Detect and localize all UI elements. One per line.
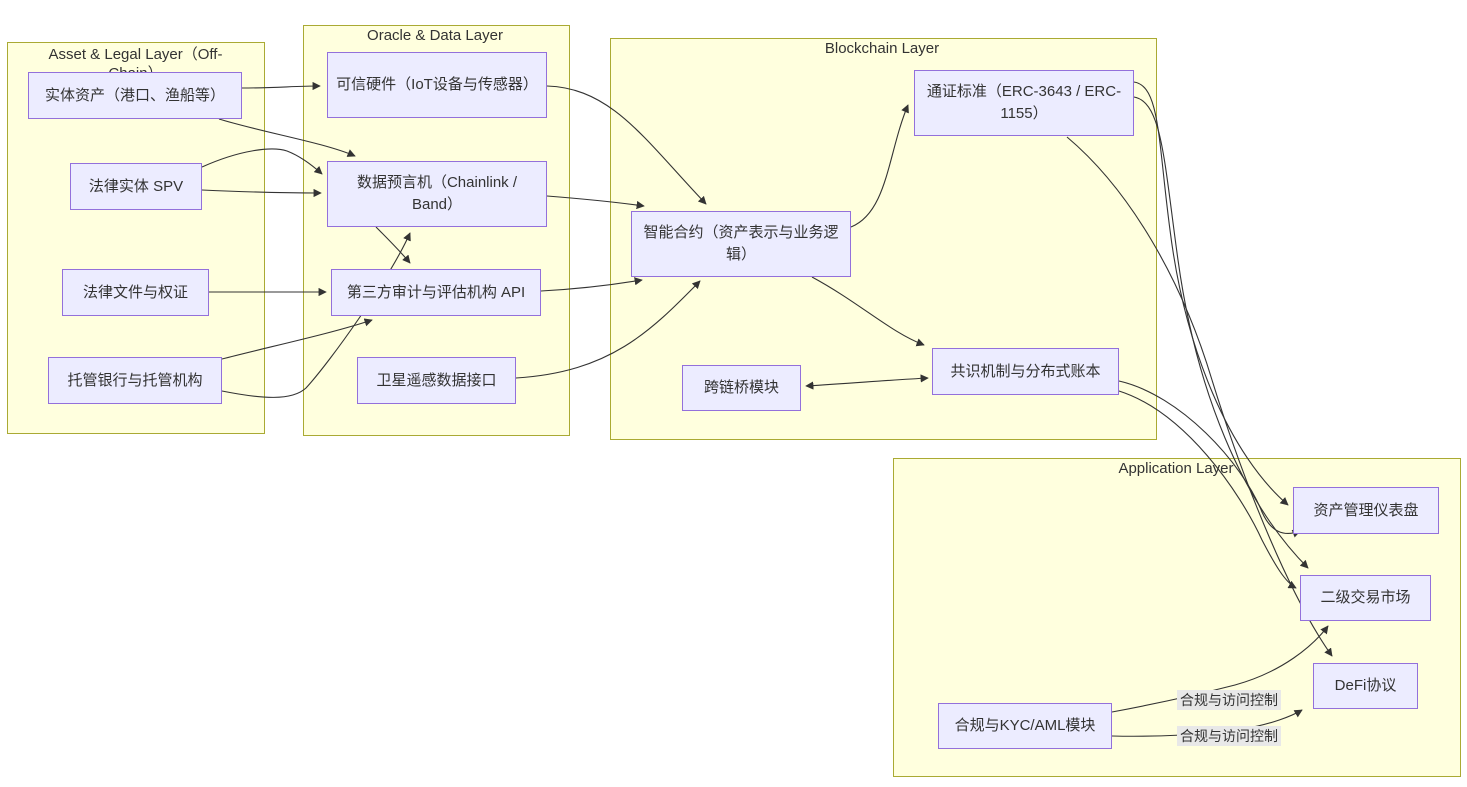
layer-title-oracle-data: Oracle & Data Layer bbox=[367, 27, 503, 44]
node-legal-documents: 法律文件与权证 bbox=[62, 269, 209, 316]
node-legal-entity-spv: 法律实体 SPV bbox=[70, 163, 202, 210]
edge-I-O bbox=[1066, 136, 1333, 657]
node-smart-contract: 智能合约（资产表示与业务逻辑） bbox=[631, 211, 851, 277]
edge-I-M bbox=[1133, 81, 1289, 506]
edge-J-K bbox=[811, 276, 925, 347]
node-satellite-data-interface: 卫星遥感数据接口 bbox=[357, 357, 516, 404]
layer-title-application: Application Layer bbox=[1118, 460, 1234, 477]
edge-K-N bbox=[1118, 390, 1297, 589]
edge-A-F bbox=[218, 118, 356, 157]
node-trusted-hardware-iot: 可信硬件（IoT设备与传感器） bbox=[327, 52, 547, 118]
node-consensus-ledger: 共识机制与分布式账本 bbox=[932, 348, 1119, 395]
node-custodian-bank: 托管银行与托管机构 bbox=[48, 357, 222, 404]
edge-D-G bbox=[221, 318, 373, 360]
node-cross-chain-bridge: 跨链桥模块 bbox=[682, 365, 801, 411]
layer-title-blockchain: Blockchain Layer bbox=[824, 40, 940, 57]
edge-G-J bbox=[540, 277, 643, 292]
node-defi-protocol: DeFi协议 bbox=[1313, 663, 1418, 709]
edge-A-E bbox=[241, 81, 321, 91]
node-secondary-market: 二级交易市场 bbox=[1300, 575, 1431, 621]
node-third-party-audit-api: 第三方审计与评估机构 API bbox=[331, 269, 541, 316]
edge-label-compliance-access-control-2: 合规与访问控制 bbox=[1177, 726, 1281, 746]
node-asset-dashboard: 资产管理仪表盘 bbox=[1293, 487, 1439, 534]
edge-label-compliance-access-control-1: 合规与访问控制 bbox=[1177, 690, 1281, 710]
edge-I-N bbox=[1133, 96, 1309, 569]
edge-B-F-lower bbox=[201, 188, 322, 198]
node-token-standard: 通证标准（ERC-3643 / ERC-1155） bbox=[914, 70, 1134, 136]
edge-F-J bbox=[546, 195, 645, 210]
edge-J-I bbox=[850, 104, 909, 228]
edge-F-G bbox=[375, 226, 411, 264]
node-compliance-kyc-aml: 合规与KYC/AML模块 bbox=[938, 703, 1112, 749]
edge-H-J bbox=[515, 280, 701, 379]
edge-E-J bbox=[546, 85, 707, 205]
edge-P-N bbox=[1111, 625, 1329, 713]
node-data-oracle: 数据预言机（Chainlink / Band） bbox=[327, 161, 547, 227]
edge-B-F-upper bbox=[201, 148, 323, 175]
edge-K-M bbox=[1118, 380, 1301, 538]
node-physical-assets: 实体资产（港口、渔船等） bbox=[28, 72, 242, 119]
edge-K-L-bidirectional bbox=[805, 374, 929, 390]
